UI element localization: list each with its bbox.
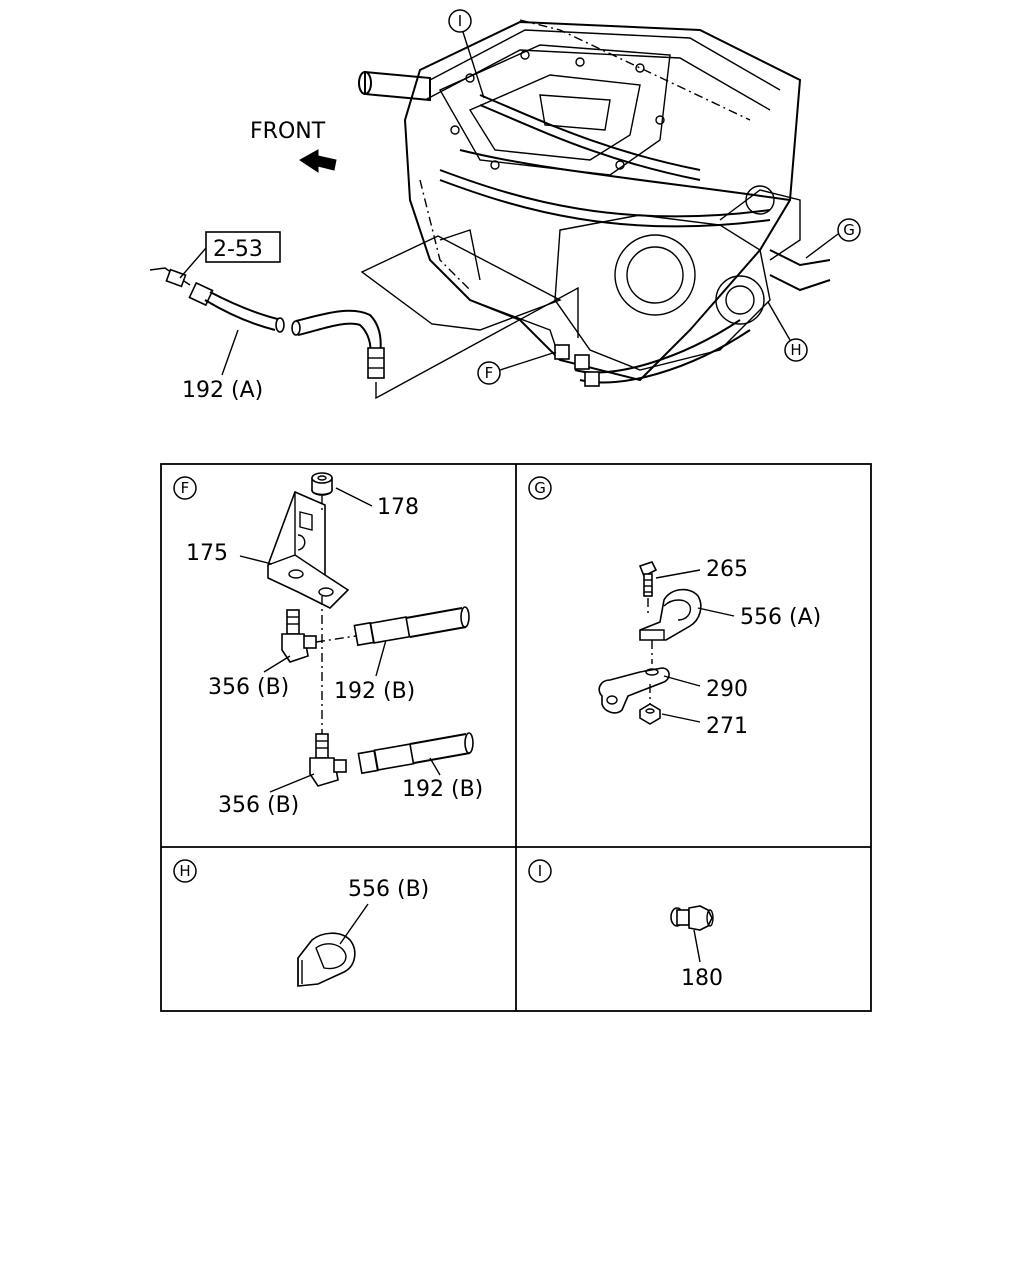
- svg-text:F: F: [181, 479, 190, 497]
- front-indicator: FRONT: [250, 119, 337, 173]
- panel-G-badge: G: [528, 476, 552, 500]
- tee-fitting-356b-upper: [281, 609, 317, 663]
- callout-I[interactable]: I: [448, 9, 485, 99]
- label-178: 178: [377, 495, 419, 520]
- label-265: 265: [706, 557, 748, 582]
- panel-F-badge: F: [173, 476, 197, 500]
- nut-178: [311, 472, 333, 496]
- panel-H: H 556 (B): [173, 859, 429, 987]
- ref-box-2-53: 2-53: [179, 231, 281, 279]
- label-192b-lower: 192 (B): [402, 777, 483, 802]
- nut-271: [639, 703, 661, 725]
- svg-text:H: H: [179, 862, 190, 880]
- label-556a: 556 (A): [740, 605, 821, 630]
- label-356b-upper: 356 (B): [208, 675, 289, 700]
- callout-F[interactable]: F: [477, 351, 557, 385]
- bolt-265: [638, 561, 658, 597]
- svg-text:G: G: [843, 221, 855, 239]
- panel-H-badge: H: [173, 859, 197, 883]
- label-356b-lower: 356 (B): [218, 793, 299, 818]
- callout-G[interactable]: G: [805, 218, 861, 259]
- svg-text:G: G: [534, 479, 546, 497]
- support-plate: [360, 235, 562, 331]
- svg-text:I: I: [458, 12, 462, 30]
- oil-pipes: [439, 94, 831, 384]
- panel-I: I 180: [528, 859, 723, 991]
- front-label: FRONT: [250, 119, 326, 144]
- hose-192a-label: 192 (A): [182, 378, 263, 403]
- bracket-290: [598, 667, 670, 714]
- hose-192a: [149, 267, 579, 400]
- hose-192b-upper: [353, 606, 470, 647]
- bracket-175: [267, 490, 350, 609]
- label-192b-upper: 192 (B): [334, 679, 415, 704]
- input-shaft: [358, 70, 431, 102]
- front-arrow-icon: [299, 149, 337, 173]
- label-175: 175: [186, 541, 228, 566]
- tee-fitting-356b-lower: [309, 733, 347, 787]
- svg-text:H: H: [790, 341, 801, 359]
- svg-text:F: F: [485, 364, 494, 382]
- clip-556a: [639, 588, 702, 641]
- detail-panels-frame: [160, 463, 872, 1012]
- label-556b: 556 (B): [348, 877, 429, 902]
- label-180: 180: [681, 966, 723, 991]
- panel-G: G 265: [528, 476, 821, 739]
- svg-text:I: I: [538, 862, 542, 880]
- transmission-housing: [403, 19, 802, 382]
- grease-nipple-180: [670, 905, 714, 931]
- label-290: 290: [706, 677, 748, 702]
- panel-F: F: [173, 472, 483, 818]
- label-271: 271: [706, 714, 748, 739]
- panel-I-badge: I: [528, 859, 552, 883]
- transmission-overview: FRONT 2-53 192 (A) I G H: [149, 9, 861, 403]
- callout-H[interactable]: H: [767, 301, 808, 362]
- ref-box-label: 2-53: [213, 237, 263, 262]
- hose-192b-lower: [357, 732, 474, 775]
- clip-556b: [297, 932, 356, 987]
